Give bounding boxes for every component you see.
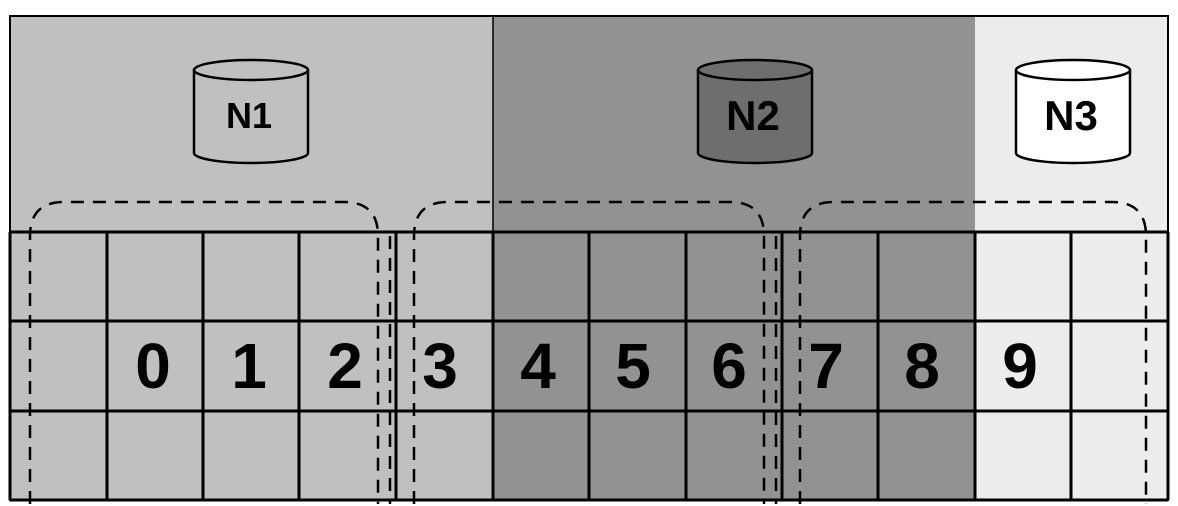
database-cylinder-icon <box>192 58 310 165</box>
token-cell-label: 9 <box>1002 330 1038 402</box>
node-label-n2: N2 <box>726 92 780 139</box>
node-label-n1: N1 <box>226 95 272 136</box>
token-labels: 0 1 2 3 4 5 6 7 8 9 <box>135 330 1038 402</box>
token-cell-label: 4 <box>520 330 556 402</box>
database-cylinder-icon <box>696 58 814 165</box>
token-cell-label: 0 <box>135 330 171 402</box>
token-cell-label: 6 <box>711 330 747 402</box>
token-cell-label: 8 <box>904 330 940 402</box>
replica-groups <box>28 200 1148 504</box>
database-cylinder-icon <box>1014 58 1132 165</box>
token-cell-label: 3 <box>422 330 458 402</box>
node-n1: N1 <box>192 58 310 165</box>
token-grid <box>8 230 1170 502</box>
replica-group-2 <box>412 200 766 504</box>
replica-group-3 <box>798 200 1148 504</box>
token-cell-label: 7 <box>808 330 844 402</box>
token-cell-label: 1 <box>231 330 267 402</box>
token-cell-label: 5 <box>615 330 651 402</box>
token-cell-label: 2 <box>327 330 363 402</box>
node-n3: N3 <box>1014 58 1132 165</box>
node-label-n3: N3 <box>1044 92 1098 139</box>
replica-group-1 <box>28 200 380 504</box>
node-n2: N2 <box>696 58 814 165</box>
